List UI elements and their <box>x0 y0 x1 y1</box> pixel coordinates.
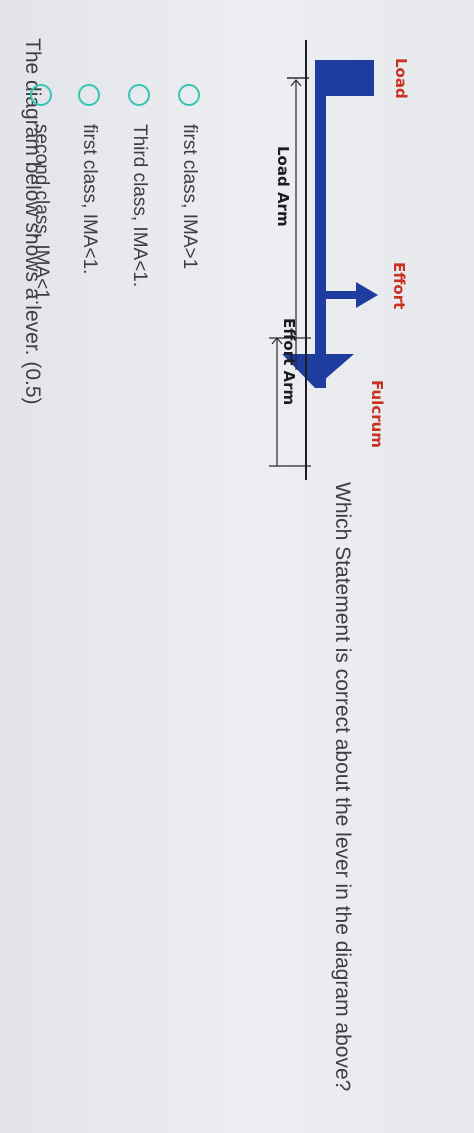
question-text: Which Statement is correct about the lev… <box>331 482 354 1092</box>
load-arm-label: Load Arm <box>274 146 292 227</box>
radio-button[interactable] <box>178 84 200 106</box>
option-first-class-ima-lt-1[interactable]: first class, IMA<1. <box>74 84 104 274</box>
effort-arm-label: Effort Arm <box>280 318 298 405</box>
load-arm-arrowhead <box>290 79 302 87</box>
radio-button[interactable] <box>78 84 100 106</box>
option-third-class-ima-lt-1[interactable]: Third class, IMA<1. <box>124 84 154 287</box>
load-block <box>326 60 374 96</box>
option-label: first class, IMA>1 <box>179 124 200 270</box>
radio-button[interactable] <box>128 84 150 106</box>
option-label: Third class, IMA<1. <box>129 124 150 288</box>
option-label: second class, IMA<1. <box>31 124 52 306</box>
option-label: first class, IMA<1. <box>79 124 100 275</box>
fulcrum-label: Fulcrum <box>368 380 386 448</box>
fulcrum-icon <box>282 354 354 388</box>
option-second-class-ima-lt-1[interactable]: second class, IMA<1. <box>26 84 56 305</box>
answer-options: first class, IMA>1 Third class, IMA<1. f… <box>0 84 474 464</box>
lever-beam <box>315 60 326 388</box>
option-first-class-ima-gt-1[interactable]: first class, IMA>1 <box>174 84 204 269</box>
effort-label: Effort <box>390 262 408 309</box>
effort-arm-arrowhead <box>271 337 283 345</box>
load-label: Load <box>392 58 410 99</box>
effort-arrow-icon <box>356 282 378 308</box>
radio-button[interactable] <box>30 84 52 106</box>
lever-diagram: Load Effort Fulcrum Load Arm Effort Arm <box>269 40 410 480</box>
